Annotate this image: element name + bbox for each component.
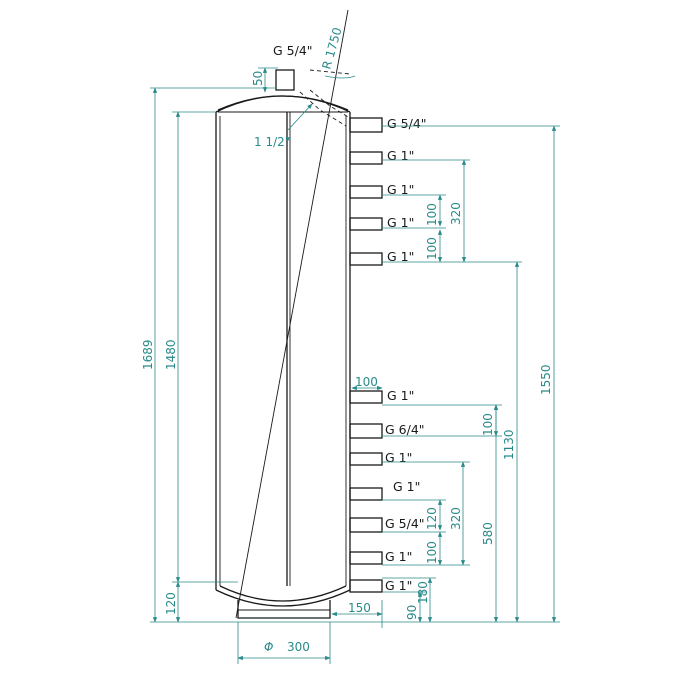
connection-label: G 1" [387,148,414,163]
nozzle-8 [349,452,383,466]
dim-lower-spacing-3: 100 [425,541,439,564]
dim-total-height: 1689 [141,339,155,370]
connection-label: G 1" [387,249,414,264]
dim-nozzle-length: 100 [355,375,378,389]
dim-foot-diameter: 300 [287,640,310,654]
dim-bottom-offset: 120 [164,592,178,615]
connection-labels: G 5/4" G 1" G 1" G 1" G 1" G 1" G 6/4" G… [273,43,427,593]
dim-top-stub: 50 [251,71,265,86]
dim-bottom-nozzle-1: 90 [405,605,419,620]
nozzle-3 [349,185,383,199]
dimension-lines [150,67,560,664]
connection-label: G 1" [385,549,412,564]
dim-lower-spacing-2: 120 [425,507,439,530]
connection-label: G 1" [387,215,414,230]
nozzle-9 [349,487,383,501]
dim-upper-spacing-2: 100 [425,237,439,260]
connection-label: G 6/4" [385,422,425,437]
dim-lower-mid: 580 [481,522,495,545]
dim-lower-spacing-1: 100 [481,413,495,436]
dimension-labels: 1689 1480 120 50 1 1/2" R 1750 1550 320 … [141,26,553,654]
connection-label: G 1" [393,479,420,494]
connection-label: G 1" [387,182,414,197]
nozzle-10 [349,517,383,533]
connection-label: G 5/4" [385,516,425,531]
dim-bottom-nozzle-2: 180 [416,581,430,604]
dim-body-height: 1480 [164,339,178,370]
dim-lower-total: 1130 [502,429,516,460]
nozzle-12 [349,579,383,593]
dim-bottom-side: 150 [348,601,371,615]
connection-label: G 5/4" [387,116,427,131]
dim-lower-group: 320 [449,507,463,530]
nozzle-11 [349,551,383,565]
foot-diameter-symbol: Φ [264,640,273,654]
nozzle-6 [349,390,383,404]
top-connection-label: G 5/4" [273,43,313,58]
connection-label: G 1" [385,578,412,593]
sensor-label: 1 1/2" [254,135,290,149]
nozzle-5 [349,252,383,266]
connection-label: G 1" [387,388,414,403]
nozzle-4 [349,217,383,231]
dim-right-total: 1550 [539,364,553,395]
tank-body [215,9,351,619]
nozzles [349,117,383,593]
dim-upper-spacing-1: 100 [425,203,439,226]
nozzle-2 [349,151,383,165]
nozzle-7 [349,423,383,439]
connection-label: G 1" [385,450,412,465]
dim-upper-group: 320 [449,202,463,225]
nozzle-1 [349,117,383,133]
